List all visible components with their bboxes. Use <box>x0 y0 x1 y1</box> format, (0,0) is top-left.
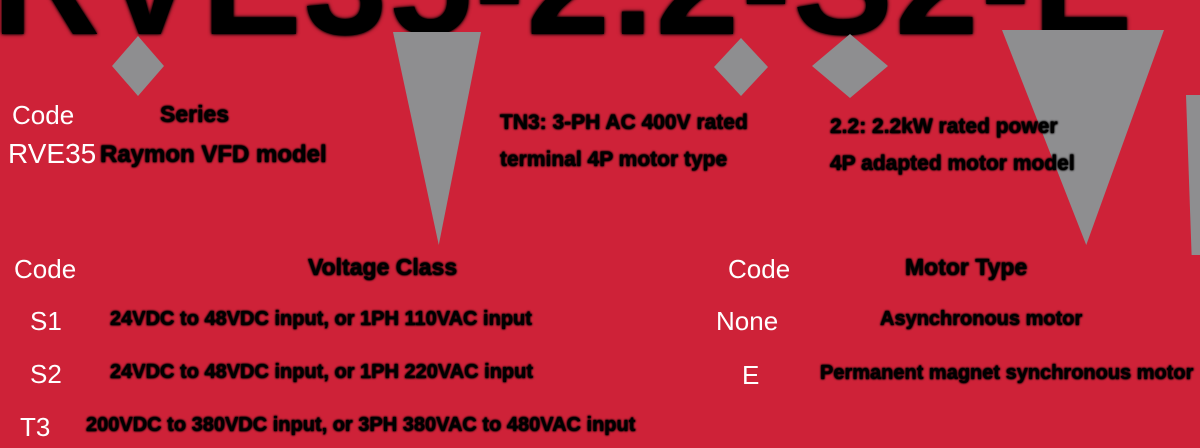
voltage-row-code: S2 <box>30 359 62 389</box>
brake-note: 2.2: 2.2kW rated power 4P adapted motor … <box>830 108 1075 182</box>
motor-row-description: Asynchronous motor <box>880 308 1083 330</box>
voltage-row-code: S1 <box>30 306 62 336</box>
motor-row-code: E <box>742 360 760 390</box>
motor-row-code: None <box>716 306 779 336</box>
motor-row-description: Permanent magnet synchronous motor <box>820 362 1194 384</box>
series-description: Raymon VFD model <box>100 141 327 168</box>
power-note-line1: TN3: 3-PH AC 400V rated <box>500 111 748 134</box>
motor-code-label: Code <box>728 254 791 284</box>
motor-type-header: Motor Type <box>905 254 1028 280</box>
series-code-value: RVE35 <box>8 138 97 169</box>
voltage-row-code: T3 <box>20 412 51 442</box>
voltage-code-label: Code <box>14 254 77 284</box>
voltage-class-down-arrow-icon <box>393 32 481 245</box>
series-code-label: Code <box>12 100 75 130</box>
brake-note-line1: 2.2: 2.2kW rated power <box>830 115 1058 138</box>
power-note-line2: terminal 4P motor type <box>500 148 728 171</box>
edge-gray-arrow-fragment-icon <box>1186 95 1200 255</box>
voltage-class-header: Voltage Class <box>308 254 458 280</box>
power-note: TN3: 3-PH AC 400V rated terminal 4P moto… <box>500 104 748 178</box>
brake-note-line2: 4P adapted motor model <box>830 152 1075 175</box>
voltage-row-description: 24VDC to 48VDC input, or 1PH 220VAC inpu… <box>110 361 534 383</box>
model-number-banner: RVE35-2.2-S2-E <box>0 0 1134 69</box>
voltage-row-description: 24VDC to 48VDC input, or 1PH 110VAC inpu… <box>110 308 532 330</box>
voltage-row-description: 200VDC to 380VDC input, or 3PH 380VAC to… <box>86 414 636 436</box>
series-header: Series <box>160 101 230 127</box>
